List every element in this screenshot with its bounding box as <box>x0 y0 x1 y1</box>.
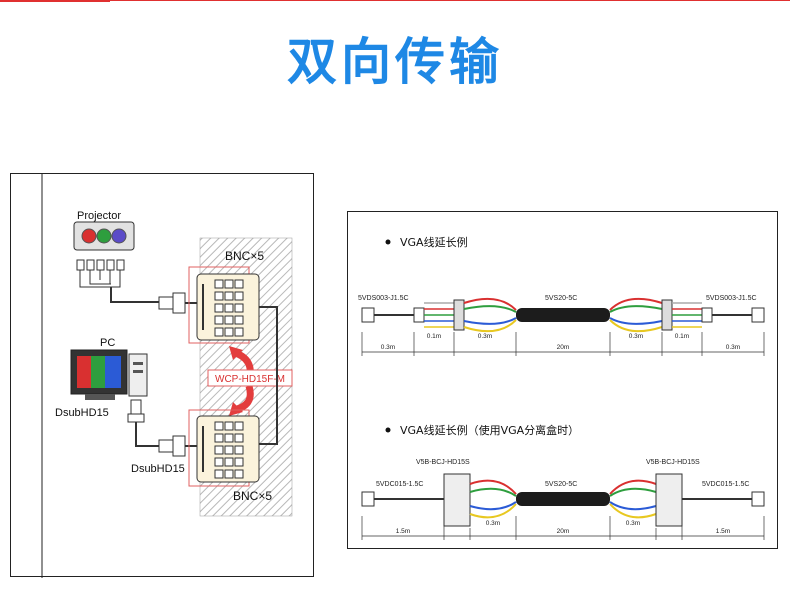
ex2-right-cable-label: 5VDC015-1.5C <box>702 481 749 488</box>
ex2-cable-assembly <box>361 473 765 527</box>
ex2-dim-2: 0.3m <box>486 520 500 527</box>
bottom-bnc-plate <box>196 415 260 483</box>
bullet-1 <box>385 239 391 245</box>
top-rule <box>0 0 790 1</box>
ex2-left-cable-label: 5VDC015-1.5C <box>376 481 423 488</box>
ex2-left-box-label: V5B-BCJ-HD15S <box>416 459 470 466</box>
ex1-dim-4: 20m <box>557 344 570 351</box>
wall-cable <box>259 306 278 445</box>
ex1-dim-5: 0.3m <box>629 333 643 340</box>
top-dsub-connector <box>158 292 197 314</box>
dsub-label-2: DsubHD15 <box>131 463 185 475</box>
ex2-right-splitter-box <box>655 473 683 527</box>
ex2-right-box-label: V5B-BCJ-HD15S <box>646 459 700 466</box>
bidirectional-diagram: Projector BNC×5 <box>41 174 293 578</box>
ex1-dim-3: 0.3m <box>478 333 492 340</box>
bnc-label-bottom: BNC×5 <box>233 489 272 503</box>
projector-icon <box>73 221 135 251</box>
pc-label: PC <box>100 337 115 349</box>
ex1-dim-1: 0.3m <box>381 344 395 351</box>
vga-extension-panel: VGA线延长例 5VDS003-J1.5C 5VS20-5C 5VDS003-J… <box>347 211 778 549</box>
ex1-cable-assembly <box>361 297 765 333</box>
ex1-dim-7: 0.3m <box>726 344 740 351</box>
example2-heading: VGA线延长例（使用VGA分离盒时） <box>400 423 579 437</box>
ex2-dim-5: 1.5m <box>716 528 730 535</box>
coupler-label: WCP-HD15F-M <box>215 374 285 385</box>
ex2-dim-4: 0.3m <box>626 520 640 527</box>
projector-bnc-plugs <box>76 259 159 303</box>
example1-heading: VGA线延长例 <box>400 235 468 249</box>
ex2-dim-1: 1.5m <box>396 528 410 535</box>
bnc-label-top: BNC×5 <box>225 249 264 263</box>
top-rule-accent <box>0 0 110 2</box>
page-title: 双向传输 <box>287 33 503 91</box>
ex1-dim-6: 0.1m <box>675 333 689 340</box>
dsub-label-1: DsubHD15 <box>55 407 109 419</box>
ex1-right-cable-label: 5VDS003-J1.5C <box>706 295 757 302</box>
pc-icon <box>70 349 148 400</box>
ex2-middle-cable-label: 5VS20-5C <box>545 481 577 488</box>
projector-label: Projector <box>77 210 121 222</box>
ex1-dimension-line <box>361 332 765 356</box>
ex1-middle-cable-label: 5VS20-5C <box>545 295 577 302</box>
vga-extension-diagram: VGA线延长例 5VDS003-J1.5C 5VS20-5C 5VDS003-J… <box>358 235 765 540</box>
ex1-left-cable-label: 5VDS003-J1.5C <box>358 295 409 302</box>
bullet-2 <box>385 427 391 433</box>
top-bnc-plate <box>196 273 260 341</box>
ex2-left-splitter-box <box>443 473 471 527</box>
ex2-dim-3: 20m <box>557 528 570 535</box>
ex2-dimension-line <box>361 516 765 540</box>
pc-dsub-connector <box>127 399 197 457</box>
bidirectional-diagram-panel: Projector BNC×5 <box>10 173 314 578</box>
ex1-dim-2: 0.1m <box>427 333 441 340</box>
